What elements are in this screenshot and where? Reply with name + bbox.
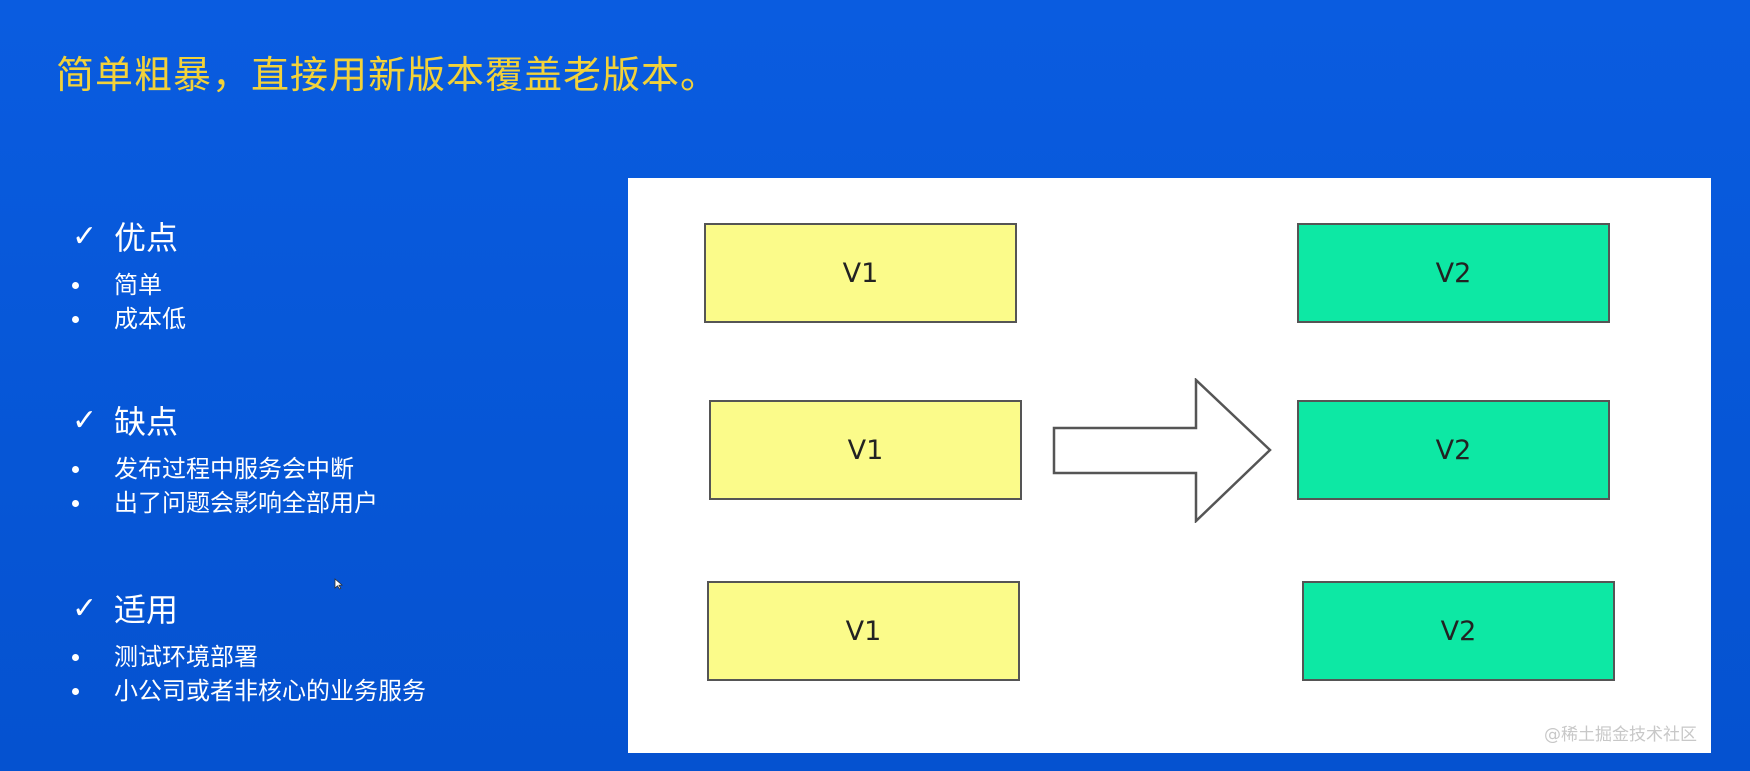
bullet-list: 测试环境部署 小公司或者非核心的业务服务: [72, 640, 426, 708]
mouse-cursor-icon: [334, 578, 344, 590]
check-icon: ✓: [72, 218, 98, 254]
section-pros: ✓ 优点 简单 成本低: [72, 214, 186, 336]
bullet-dot: [72, 688, 79, 695]
list-item: 发布过程中服务会中断: [72, 452, 378, 486]
bullet-dot: [72, 500, 79, 507]
old-version-box: V1: [704, 223, 1017, 323]
list-item: 小公司或者非核心的业务服务: [72, 674, 426, 708]
old-version-box: V1: [709, 400, 1022, 500]
bullet-dot: [72, 282, 79, 289]
list-item: 测试环境部署: [72, 640, 426, 674]
section-heading-label: 适用: [114, 591, 179, 629]
old-version-box: V1: [707, 581, 1020, 681]
list-item: 简单: [72, 268, 186, 302]
bullet-list: 发布过程中服务会中断 出了问题会影响全部用户: [72, 452, 378, 520]
list-item-text: 发布过程中服务会中断: [114, 455, 354, 483]
bullet-dot: [72, 466, 79, 473]
section-cons: ✓ 缺点 发布过程中服务会中断 出了问题会影响全部用户: [72, 398, 378, 520]
list-item-text: 测试环境部署: [114, 643, 258, 671]
list-item-text: 成本低: [114, 305, 186, 333]
section-heading-label: 缺点: [114, 403, 179, 441]
list-item-text: 小公司或者非核心的业务服务: [114, 677, 426, 705]
list-item-text: 简单: [114, 271, 162, 299]
bullet-list: 简单 成本低: [72, 268, 186, 336]
slide-title: 简单粗暴，直接用新版本覆盖老版本。: [56, 53, 720, 97]
section-heading: ✓ 缺点: [72, 398, 378, 442]
section-applicable: ✓ 适用 测试环境部署 小公司或者非核心的业务服务: [72, 586, 426, 708]
section-heading: ✓ 适用: [72, 586, 426, 630]
section-heading-label: 优点: [114, 219, 179, 257]
list-item-text: 出了问题会影响全部用户: [114, 489, 378, 517]
section-heading: ✓ 优点: [72, 214, 186, 258]
list-item: 出了问题会影响全部用户: [72, 486, 378, 520]
check-icon: ✓: [72, 590, 98, 626]
right-arrow-icon: [1052, 378, 1272, 523]
new-version-box: V2: [1297, 400, 1610, 500]
check-icon: ✓: [72, 402, 98, 438]
watermark: @稀土掘金技术社区: [1544, 725, 1697, 745]
list-item: 成本低: [72, 302, 186, 336]
deployment-diagram: V1 V1 V1 V2 V2 V2 @稀土掘金技术社区: [628, 178, 1711, 753]
new-version-box: V2: [1297, 223, 1610, 323]
bullet-dot: [72, 316, 79, 323]
new-version-box: V2: [1302, 581, 1615, 681]
bullet-dot: [72, 654, 79, 661]
